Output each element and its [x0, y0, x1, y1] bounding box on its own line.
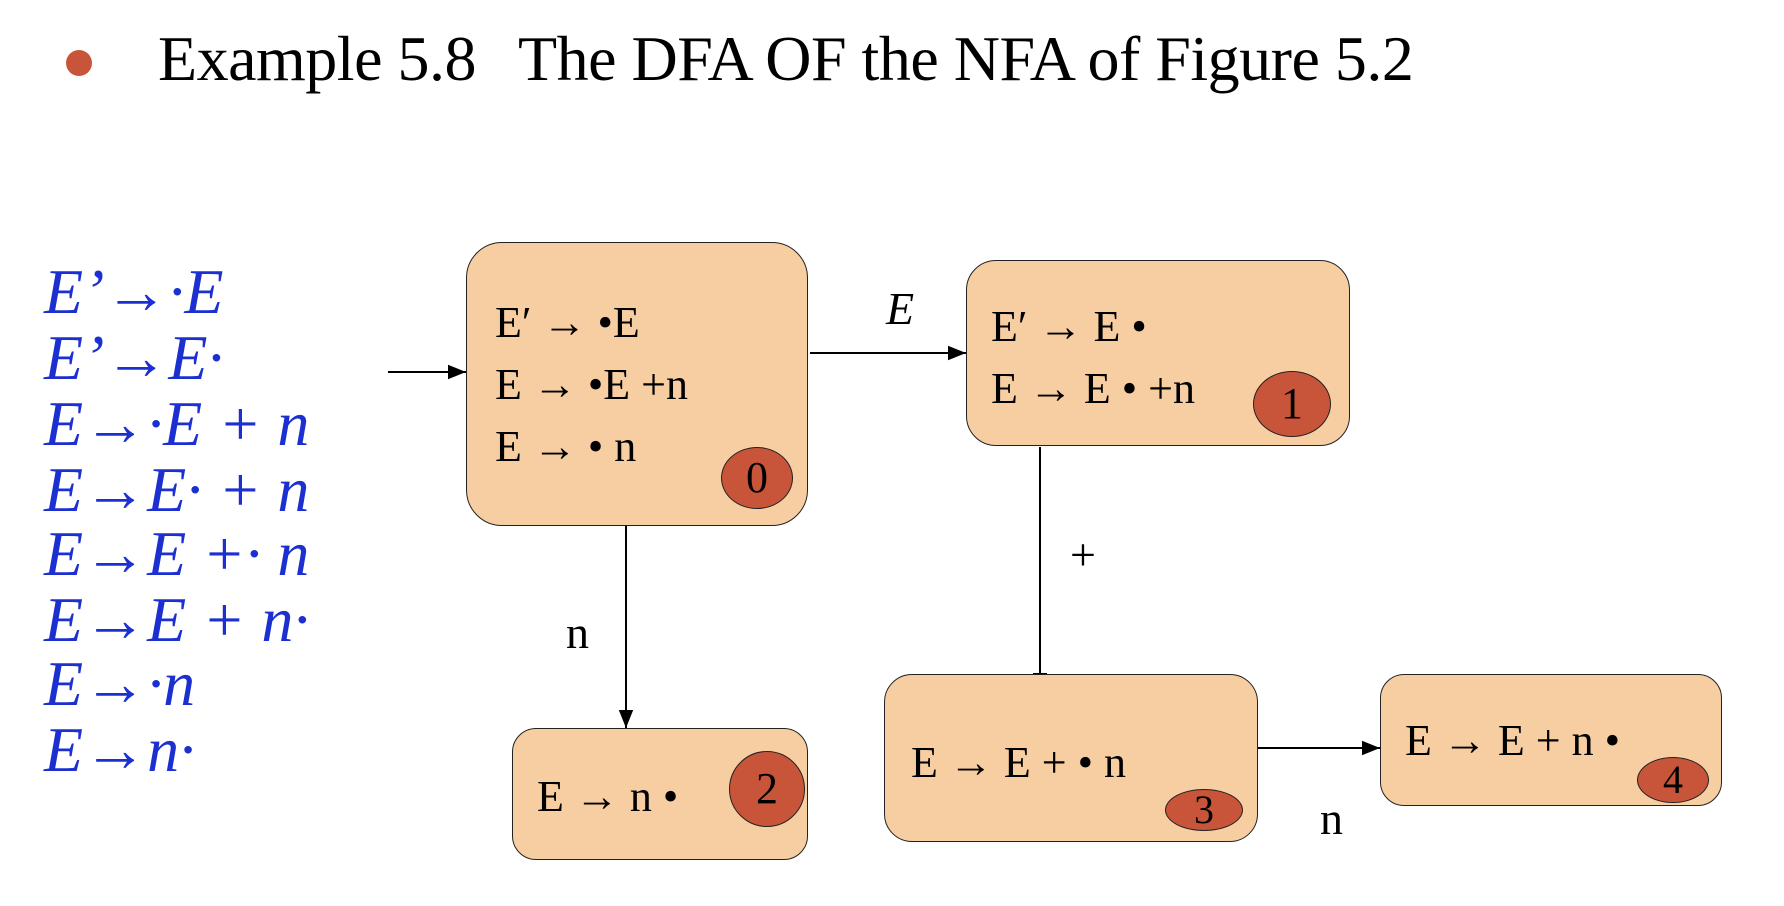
production-item: E→E· + n	[44, 454, 310, 525]
state-3-number: 3	[1165, 789, 1243, 831]
bullet-icon	[66, 50, 92, 76]
production-item: E→·n	[44, 648, 196, 719]
edge-label-0-1: E	[886, 283, 915, 334]
edge-label-0-2: n	[566, 607, 589, 658]
state-2-number: 2	[729, 751, 805, 827]
state-2-item: E → n •	[537, 772, 679, 821]
state-4-item: E → E + n •	[1405, 716, 1620, 765]
state-1-number: 1	[1253, 371, 1331, 437]
state-4-number: 4	[1637, 757, 1709, 803]
production-item: E’→E·	[44, 322, 224, 393]
state-1-item: E → E • +n	[991, 364, 1195, 413]
state-0: E′ → •E E → •E +n E → • n 0	[466, 242, 808, 526]
production-item: E→·E + n	[44, 388, 310, 459]
title-example: Example 5.8	[158, 23, 476, 94]
state-0-number: 0	[721, 447, 793, 509]
state-0-item: E → • n	[495, 422, 637, 471]
state-2: E → n • 2	[512, 728, 808, 860]
production-item: E→E + n·	[44, 584, 310, 655]
state-0-item: E → •E +n	[495, 360, 688, 409]
state-3: E → E + • n 3	[884, 674, 1258, 842]
state-1: E′ → E • E → E • +n 1	[966, 260, 1350, 446]
slide-title: Example 5.8 The DFA OF the NFA of Figure …	[158, 22, 1414, 96]
production-item: E’→·E	[44, 256, 224, 327]
state-1-item: E′ → E •	[991, 302, 1147, 351]
state-0-item: E′ → •E	[495, 298, 640, 347]
state-4: E → E + n • 4	[1380, 674, 1722, 806]
edge-label-3-4: n	[1320, 793, 1343, 844]
state-3-item: E → E + • n	[911, 738, 1126, 787]
edge-label-1-3: +	[1070, 529, 1096, 580]
production-item: E→n·	[44, 714, 196, 785]
title-text: The DFA OF the NFA of Figure 5.2	[517, 23, 1414, 94]
production-item: E→E +· n	[44, 518, 310, 589]
